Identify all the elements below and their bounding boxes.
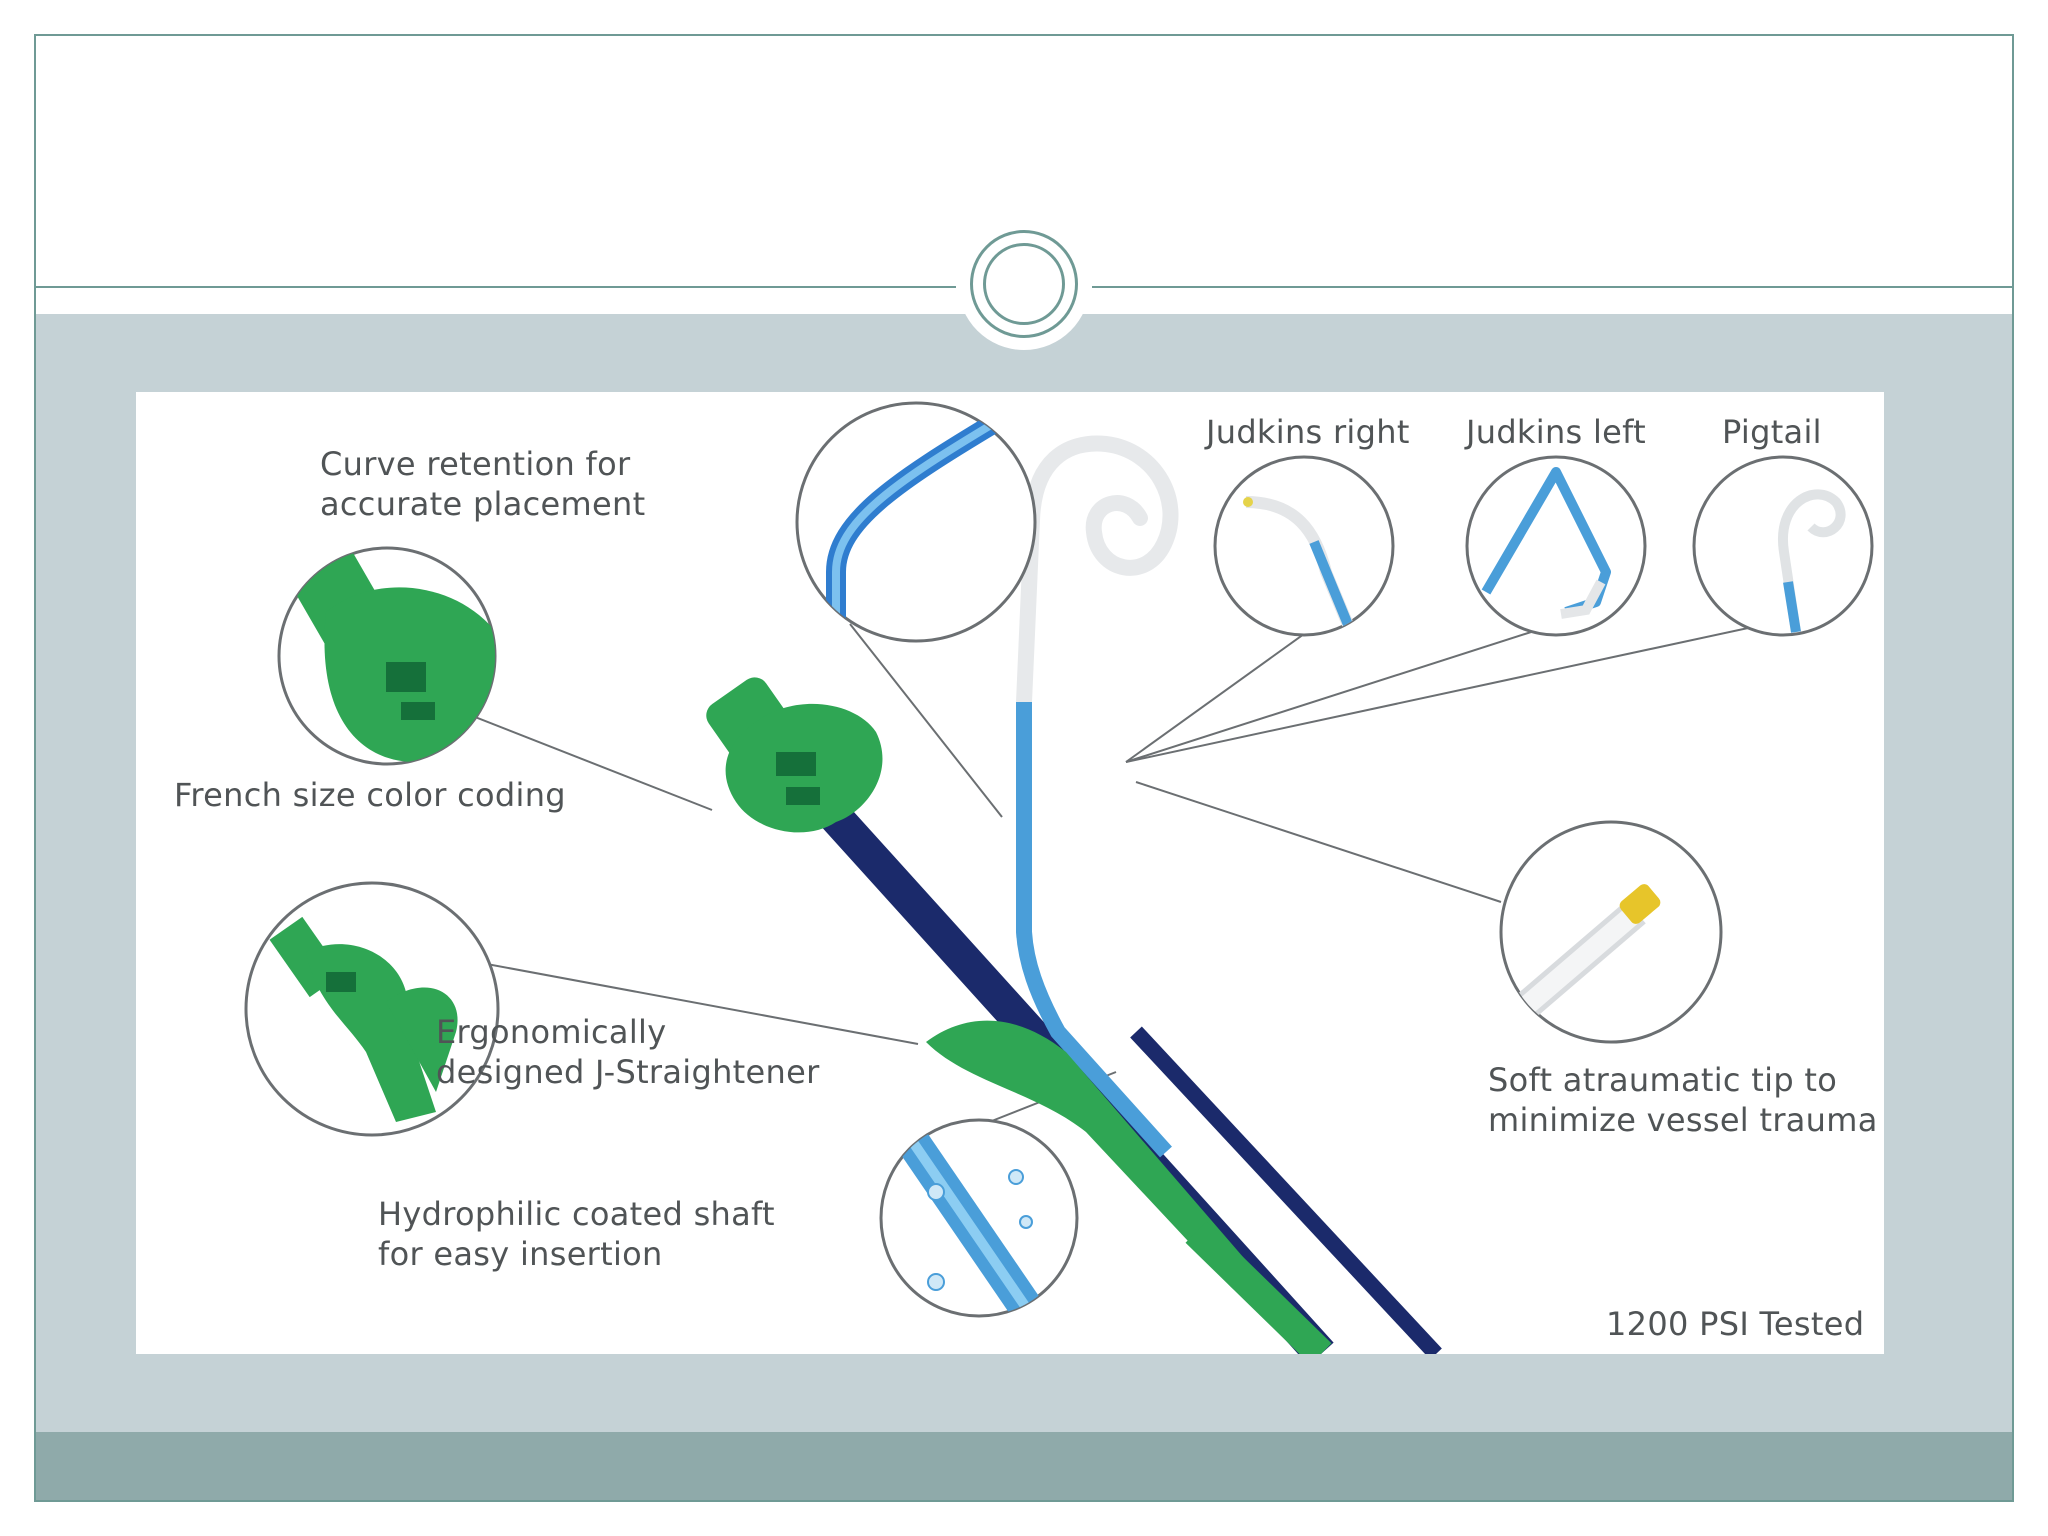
circle-ornament-icon bbox=[970, 230, 1078, 338]
catheter-blue-segment bbox=[1016, 702, 1172, 1158]
footer-band bbox=[36, 1432, 2012, 1500]
label-hydrophilic-line2: for easy insertion bbox=[378, 1235, 663, 1273]
label-soft-tip-line2: minimize vessel trauma bbox=[1488, 1101, 1878, 1139]
label-curve-retention-line2: accurate placement bbox=[320, 485, 646, 523]
judkins-left-curve-icon bbox=[1465, 455, 1647, 637]
catheter-illustration bbox=[244, 401, 1874, 1354]
catheter-white-curve bbox=[1016, 435, 1179, 710]
label-judkins-right: Judkins right bbox=[1206, 413, 1410, 451]
header-rule-left bbox=[36, 286, 956, 288]
label-ergonomic-line2: designed J-Straightener bbox=[436, 1053, 820, 1091]
label-psi-tested: 1200 PSI Tested bbox=[1606, 1305, 1865, 1343]
j-straightener-callout-icon bbox=[244, 881, 500, 1137]
curve-retention-callout-icon bbox=[795, 401, 1037, 643]
label-soft-tip-line1: Soft atraumatic tip to bbox=[1488, 1061, 1838, 1099]
label-judkins-left: Judkins left bbox=[1466, 413, 1647, 451]
navy-shaft-secondary bbox=[1130, 1026, 1442, 1354]
circle-ornament-inner bbox=[983, 243, 1065, 325]
header-rule-right bbox=[1092, 286, 2012, 288]
leader-lines bbox=[395, 621, 1777, 1129]
soft-tip-callout-icon bbox=[1499, 820, 1723, 1044]
french-size-hub-callout-icon bbox=[277, 546, 497, 766]
catheter-hub bbox=[706, 677, 883, 833]
hydrophilic-shaft-callout-icon bbox=[879, 1118, 1079, 1318]
catheter-figure: Curve retention for accurate placement F… bbox=[136, 392, 1884, 1354]
pigtail-curve-icon bbox=[1692, 455, 1874, 637]
label-french-size: French size color coding bbox=[174, 776, 566, 814]
label-hydrophilic-line1: Hydrophilic coated shaft bbox=[378, 1195, 775, 1233]
label-pigtail: Pigtail bbox=[1722, 413, 1822, 451]
label-curve-retention-line1: Curve retention for bbox=[320, 445, 631, 483]
j-straightener bbox=[926, 1020, 1259, 1295]
judkins-right-curve-icon bbox=[1213, 455, 1395, 637]
label-ergonomic-line1: Ergonomically bbox=[436, 1013, 667, 1051]
